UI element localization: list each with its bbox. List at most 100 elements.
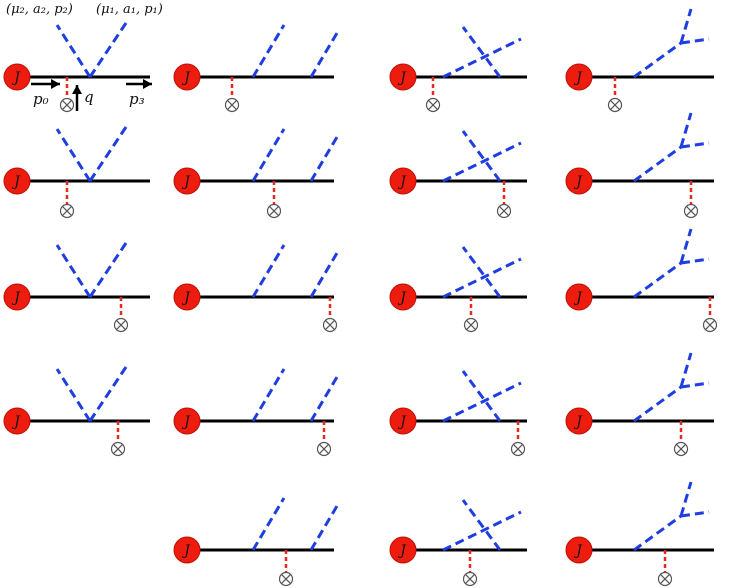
gluon-line bbox=[461, 499, 502, 551]
source-current-circle bbox=[173, 283, 201, 311]
gluon-line bbox=[309, 252, 339, 298]
feynman-diagram: J bbox=[173, 368, 339, 457]
vertex-otimes-stroke bbox=[705, 320, 715, 330]
feynman-diagram: J bbox=[173, 497, 339, 587]
gluon-2-label: (μ₂, a₂, p₂) bbox=[6, 2, 73, 17]
feynman-diagram: J bbox=[3, 126, 150, 219]
source-current-label: J bbox=[181, 174, 191, 190]
momentum-p0-label: p₀ bbox=[33, 90, 49, 108]
arrow-p3-head bbox=[143, 79, 152, 89]
vertex-otimes-stroke bbox=[113, 444, 123, 454]
feynman-diagram: J bbox=[389, 370, 527, 457]
vertex-otimes-stroke bbox=[428, 100, 438, 110]
source-current-label: J bbox=[573, 290, 583, 306]
source-current-label: J bbox=[397, 543, 407, 559]
vertex-otimes-stroke bbox=[610, 100, 620, 110]
source-current-circle bbox=[389, 536, 417, 564]
vertex-otimes-stroke bbox=[466, 320, 476, 330]
gluon-line bbox=[442, 257, 522, 299]
source-current-circle bbox=[3, 407, 31, 435]
gluon-line bbox=[633, 41, 682, 79]
source-current-circle bbox=[3, 167, 31, 195]
feynman-diagram: J bbox=[389, 26, 527, 113]
gluon-line bbox=[680, 510, 710, 518]
gluon-line bbox=[442, 510, 522, 552]
gluon-line bbox=[633, 145, 682, 183]
momentum-p3-label: p₃ bbox=[129, 90, 145, 108]
source-current-label: J bbox=[573, 174, 583, 190]
gluon-line bbox=[442, 381, 522, 423]
feynman-diagram: J bbox=[389, 246, 527, 333]
gluon-line bbox=[55, 244, 92, 298]
gluon-line bbox=[679, 228, 693, 264]
source-current-label: J bbox=[397, 414, 407, 430]
gluon-1-label: (μ₁, a₁, p₁) bbox=[96, 2, 163, 17]
gluon-line bbox=[88, 366, 128, 422]
feynman-diagram: J bbox=[565, 352, 714, 457]
source-current-label: J bbox=[11, 414, 21, 430]
source-current-circle bbox=[565, 167, 593, 195]
source-current-label: J bbox=[11, 290, 21, 306]
gluon-line bbox=[55, 128, 92, 182]
gluon-line bbox=[88, 242, 128, 298]
feynman-diagram: J bbox=[565, 228, 718, 333]
gluon-line bbox=[251, 497, 286, 551]
source-current-circle bbox=[565, 536, 593, 564]
gluon-line bbox=[461, 246, 502, 298]
feynman-diagram: J bbox=[389, 499, 527, 587]
vertex-otimes-stroke bbox=[281, 574, 291, 584]
feynman-diagram: J bbox=[565, 112, 714, 219]
vertex-otimes-stroke bbox=[513, 444, 523, 454]
vertex-otimes-stroke bbox=[62, 206, 72, 216]
arrow-q-head bbox=[72, 85, 82, 94]
source-current-label: J bbox=[181, 543, 191, 559]
arrow-p0-head bbox=[51, 79, 60, 89]
source-current-label: J bbox=[573, 543, 583, 559]
gluon-line bbox=[633, 385, 682, 423]
gluon-line bbox=[679, 8, 693, 44]
gluon-line bbox=[88, 22, 128, 78]
vertex-otimes-stroke bbox=[676, 444, 686, 454]
gluon-line bbox=[251, 368, 286, 422]
momentum-arrows bbox=[31, 79, 152, 111]
source-current-label: J bbox=[11, 174, 21, 190]
gluon-line bbox=[633, 261, 682, 299]
source-current-label: J bbox=[181, 290, 191, 306]
source-current-circle bbox=[389, 407, 417, 435]
source-current-label: J bbox=[11, 70, 21, 86]
feynman-diagram: J bbox=[173, 128, 339, 219]
gluon-line bbox=[679, 352, 693, 388]
gluon-line bbox=[461, 370, 502, 422]
momentum-q-label: q bbox=[84, 88, 94, 106]
vertex-otimes-stroke bbox=[660, 574, 670, 584]
feynman-diagram: J bbox=[565, 481, 714, 587]
source-current-circle bbox=[173, 536, 201, 564]
gluon-line bbox=[680, 381, 710, 389]
source-current-label: J bbox=[397, 70, 407, 86]
feynman-diagram: J bbox=[3, 242, 150, 333]
source-current-label: J bbox=[397, 290, 407, 306]
source-current-label: J bbox=[573, 414, 583, 430]
gluon-line bbox=[461, 130, 502, 182]
source-current-label: J bbox=[573, 70, 583, 86]
gluon-line bbox=[679, 112, 693, 148]
source-current-circle bbox=[3, 283, 31, 311]
source-current-circle bbox=[565, 283, 593, 311]
vertex-otimes-stroke bbox=[319, 444, 329, 454]
gluon-line bbox=[309, 32, 339, 78]
feynman-diagram: J bbox=[173, 244, 339, 333]
gluon-line bbox=[680, 141, 710, 149]
feynman-diagram: J bbox=[3, 366, 150, 457]
gluon-line bbox=[55, 24, 92, 78]
vertex-otimes-stroke bbox=[499, 206, 509, 216]
source-current-circle bbox=[565, 63, 593, 91]
gluon-line bbox=[680, 37, 710, 45]
source-current-circle bbox=[389, 283, 417, 311]
vertex-otimes-stroke bbox=[325, 320, 335, 330]
source-current-circle bbox=[173, 167, 201, 195]
source-current-circle bbox=[389, 167, 417, 195]
gluon-line bbox=[679, 481, 693, 517]
vertex-otimes-stroke bbox=[269, 206, 279, 216]
source-current-circle bbox=[173, 407, 201, 435]
gluon-line bbox=[251, 244, 286, 298]
